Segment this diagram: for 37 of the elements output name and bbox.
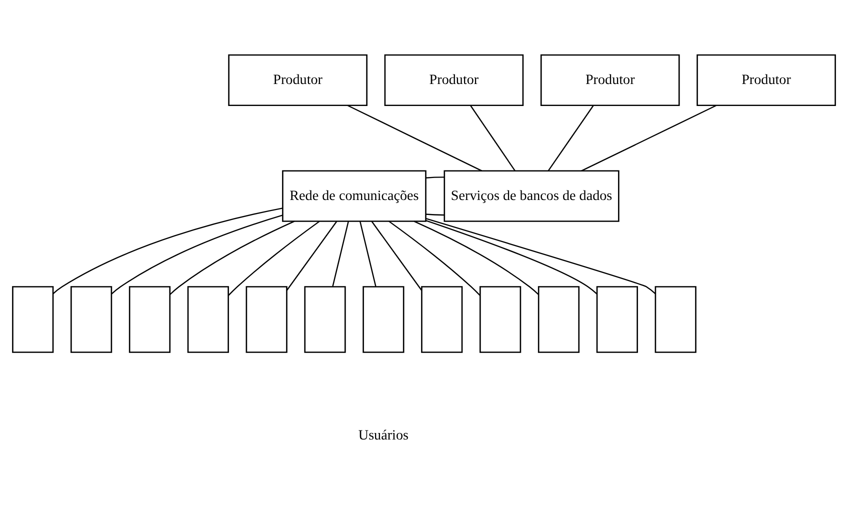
node-box (128, 286, 171, 353)
connector (426, 214, 444, 216)
node-box (421, 286, 463, 353)
node-box (480, 286, 522, 353)
connector (371, 221, 422, 291)
connector (52, 208, 283, 294)
connector (414, 220, 539, 296)
connector (286, 221, 338, 291)
node-box: Produtor (540, 54, 680, 106)
node-box (70, 286, 112, 353)
node-box (304, 286, 346, 353)
connector (169, 220, 295, 296)
connector (470, 105, 516, 172)
connector (111, 214, 283, 294)
node-box: Rede de comunicações (282, 170, 426, 222)
node-box (596, 286, 638, 353)
node-box: Serviços de bancos de dados (444, 170, 620, 222)
node-box: Produtor (228, 54, 368, 106)
node-box (654, 286, 696, 353)
connector (426, 218, 656, 294)
node-box (187, 286, 229, 353)
connector (388, 220, 480, 296)
connector (548, 105, 594, 172)
node-box (538, 286, 580, 353)
label: Usuários (358, 428, 409, 444)
connector (581, 104, 716, 172)
connector (426, 220, 598, 294)
node-box (362, 286, 404, 353)
node-box (246, 286, 288, 353)
connector (228, 220, 320, 296)
node-box: Produtor (696, 54, 836, 106)
connector (426, 176, 444, 178)
connector (347, 104, 482, 172)
connector (332, 221, 349, 287)
connector (360, 221, 376, 287)
node-box: Produtor (384, 54, 524, 106)
node-box (12, 286, 54, 353)
